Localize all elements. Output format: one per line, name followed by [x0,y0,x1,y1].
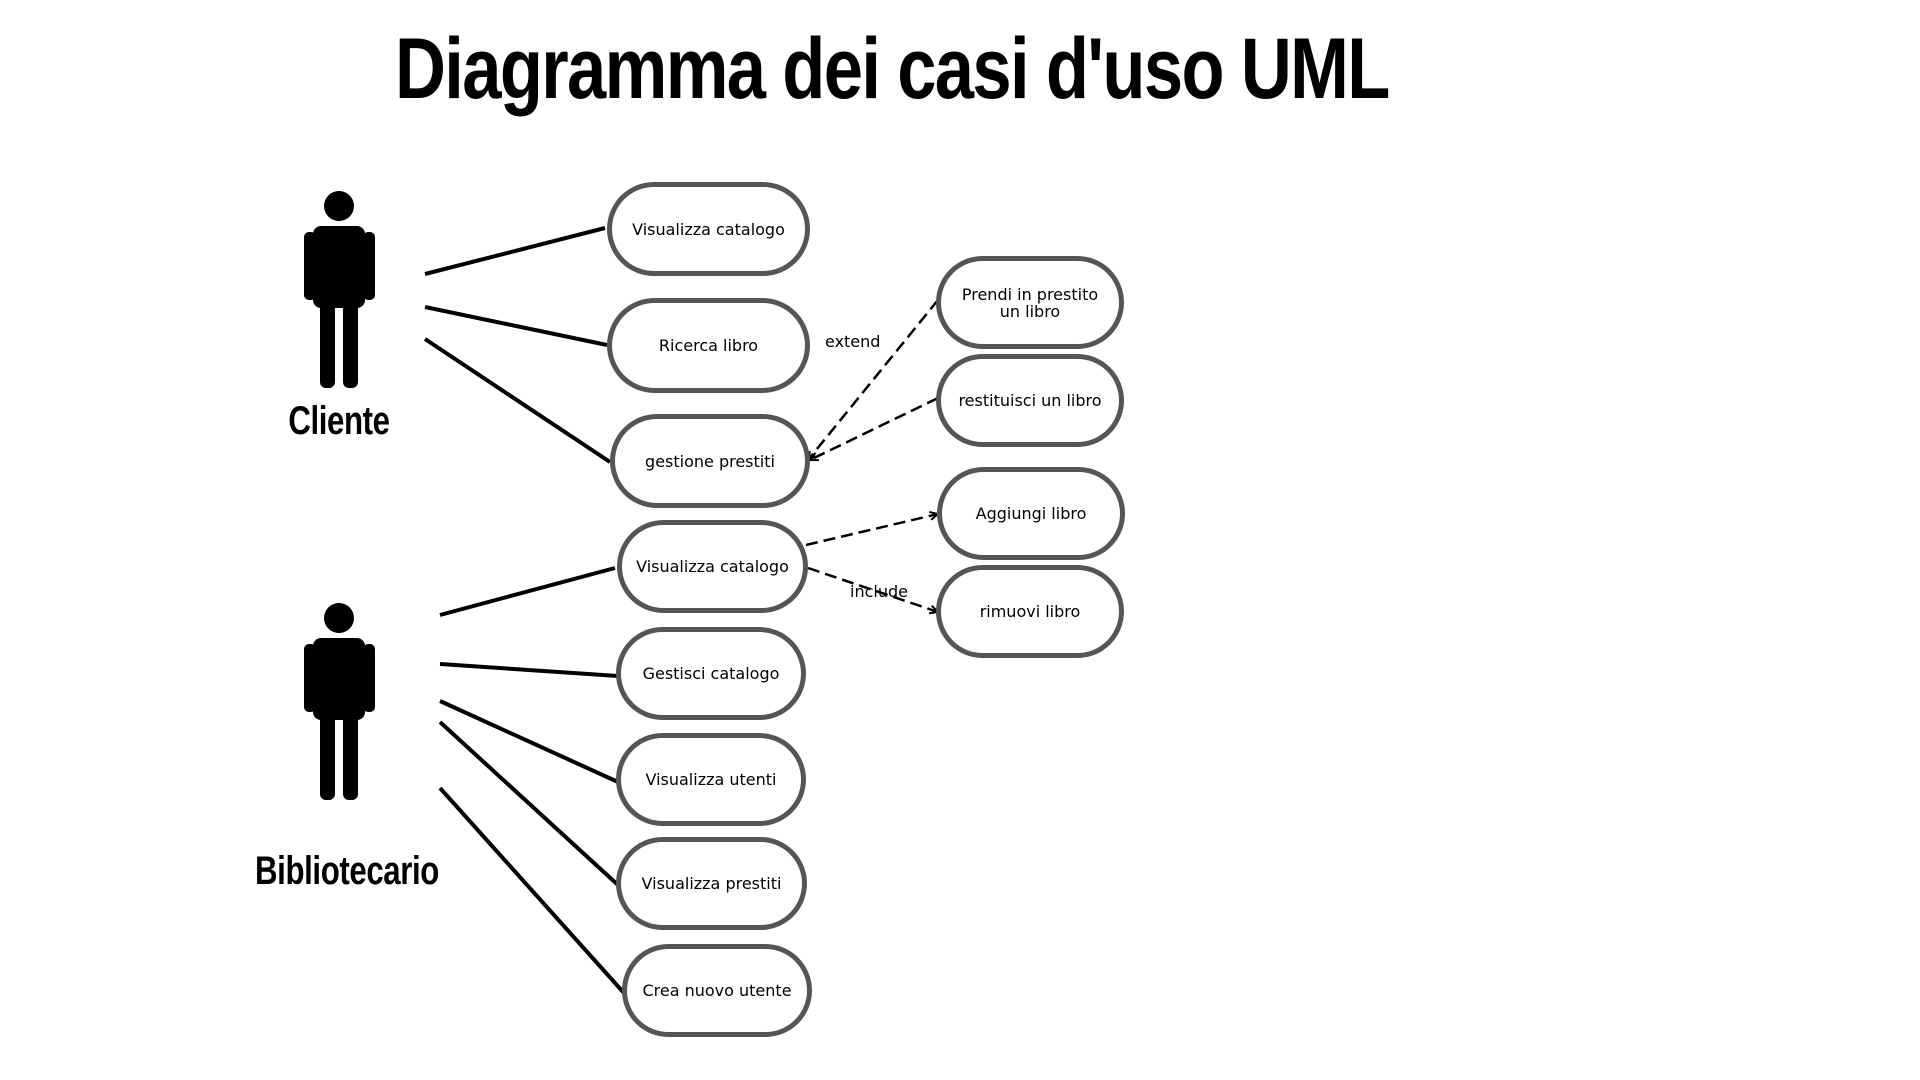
use-case-ricerca-libro[interactable]: Ricerca libro [607,298,810,393]
use-case-prendi-in-prestito[interactable]: Prendi in prestito un libro [936,256,1124,349]
include-arrow [805,514,938,547]
include-label: include [850,582,908,601]
use-case-aggiungi-libro[interactable]: Aggiungi libro [937,467,1125,560]
extend-arrow [808,299,939,460]
extend-label: extend [825,332,881,351]
cliente-actor-icon [304,191,375,388]
extend-arrow [810,396,939,462]
use-case-gestisci-catalogo[interactable]: Gestisci catalogo [616,627,806,720]
use-case-crea-nuovo-utente[interactable]: Crea nuovo utente [622,944,812,1037]
association-line [439,699,619,784]
association-line [423,337,612,464]
use-case-rimuovi-libro[interactable]: rimuovi libro [936,565,1124,658]
bibliotecario-actor-icon [304,603,375,800]
cliente-actor-label: Cliente [288,399,390,443]
use-case-visualizza-prestiti[interactable]: Visualizza prestiti [616,837,807,930]
use-case-visualizza-utenti[interactable]: Visualizza utenti [616,733,806,826]
association-line [424,305,608,347]
use-case-gestione-prestiti[interactable]: gestione prestiti [610,414,810,508]
diagram-title: Diagramma dei casi d'uso UML [395,21,1390,117]
association-line [438,720,620,887]
use-case-visualizza-catalogo-bibliotecario[interactable]: Visualizza catalogo [617,520,808,613]
use-case-visualizza-catalogo-cliente[interactable]: Visualizza catalogo [607,182,810,276]
association-line [439,662,619,678]
association-line [439,566,616,617]
include-arrow [807,566,938,612]
use-case-restituisci-libro[interactable]: restituisci un libro [936,354,1124,447]
association-line [424,226,606,276]
association-line [438,786,626,995]
bibliotecario-actor-label: Bibliotecario [255,849,439,893]
